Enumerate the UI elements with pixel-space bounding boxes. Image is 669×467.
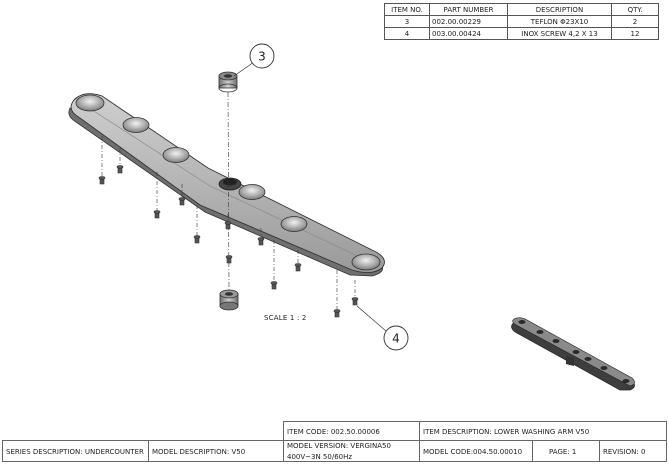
item-code-cell: ITEM CODE: 002.50.00006 xyxy=(283,421,420,441)
bom-row: 4 003.00.00424 INOX SCREW 4,2 X 13 12 xyxy=(384,27,659,40)
arm-nozzles xyxy=(75,94,381,271)
item-code: ITEM CODE: 002.50.00006 xyxy=(287,428,380,436)
lower-washing-arm xyxy=(68,93,385,277)
item-description-cell: ITEM DESCRIPTION: LOWER WASHING ARM V50 xyxy=(419,421,667,441)
balloon-item-4: 4 xyxy=(356,305,409,351)
page-number: PAGE: 1 xyxy=(549,448,577,456)
model-code: MODEL CODE:004.50.00010 xyxy=(423,448,523,456)
model-code-cell: MODEL CODE:004.50.00010 xyxy=(419,440,533,462)
assembled-view-thumbnail xyxy=(511,317,635,391)
series-description: SERIES DESCRIPTION: UNDERCOUNTER xyxy=(6,448,144,456)
inox-screws xyxy=(98,136,359,318)
model-voltage: 400V~3N 50/60Hz xyxy=(287,453,353,461)
assembly-axis xyxy=(227,91,230,291)
scale-label: SCALE 1 : 2 xyxy=(264,314,307,322)
model-description-cell: MODEL DESCRIPTION: V50 xyxy=(148,440,284,462)
bill-of-materials-table: ITEM NO. PART NUMBER DESCRIPTION QTY. 3 … xyxy=(384,3,659,40)
revision-cell: REVISION: 0 xyxy=(599,440,667,462)
teflon-bushing-top xyxy=(218,71,238,93)
balloon-item-3: 3 xyxy=(233,43,275,77)
revision: REVISION: 0 xyxy=(603,448,646,456)
bom-qty: 12 xyxy=(611,27,659,40)
balloon-4-label: 4 xyxy=(392,332,400,346)
balloon-3-label: 3 xyxy=(258,50,266,64)
series-description-cell: SERIES DESCRIPTION: UNDERCOUNTER xyxy=(2,440,149,462)
model-description: MODEL DESCRIPTION: V50 xyxy=(152,448,246,456)
model-version-cell: MODEL VERSION: VERGINA50 400V~3N 50/60Hz xyxy=(283,440,420,462)
model-version: MODEL VERSION: VERGINA50 xyxy=(287,442,391,450)
bom-description: INOX SCREW 4,2 X 13 xyxy=(507,27,612,40)
item-description: ITEM DESCRIPTION: LOWER WASHING ARM V50 xyxy=(423,428,590,436)
teflon-bushing-bottom xyxy=(219,289,239,311)
page-cell: PAGE: 1 xyxy=(532,440,600,462)
isometric-exploded-view: 3 4 xyxy=(68,43,635,391)
bom-header-row: ITEM NO. PART NUMBER DESCRIPTION QTY. xyxy=(384,3,659,16)
